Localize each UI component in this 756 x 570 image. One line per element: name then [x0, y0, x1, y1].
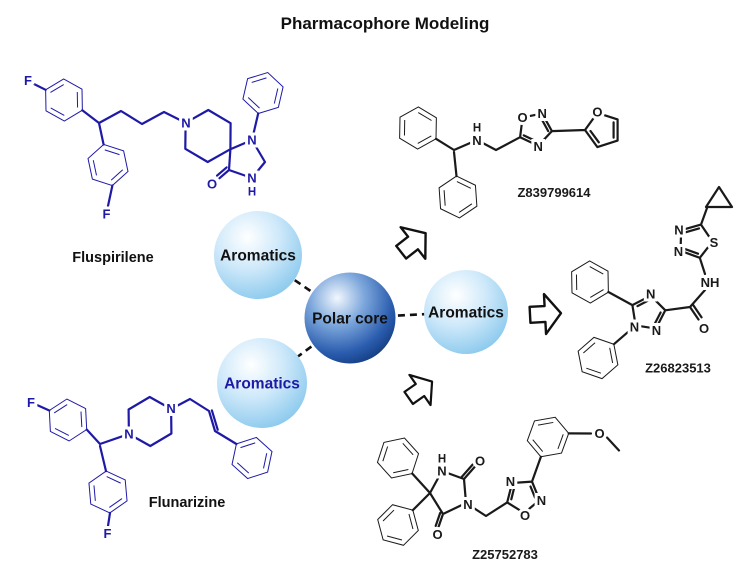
benzene-ring: [40, 393, 96, 447]
bond-skeleton: [32, 82, 267, 208]
hit-id-z839799614: Z839799614: [517, 185, 591, 200]
atom-label-N: N: [463, 497, 472, 512]
hit-id-z26823513: Z26823513: [645, 361, 711, 376]
atom-label-N: N: [166, 401, 175, 416]
atom-label-S: S: [710, 235, 719, 250]
atom-label-H: H: [248, 187, 256, 199]
atom-label-O: O: [520, 508, 530, 523]
block-arrow-bottom: [403, 373, 434, 407]
block-arrow-top: [395, 226, 427, 260]
benzene-ring: [36, 73, 92, 127]
benzene-ring: [85, 140, 131, 190]
bond-skeleton: [35, 395, 238, 528]
atom-label-O: O: [699, 321, 709, 336]
atom-label-N: N: [537, 493, 546, 508]
hit-id-z25752783: Z25752783: [472, 547, 538, 562]
structure-fluspirilene: F F N N N H O: [21, 67, 286, 225]
benzene-ring: [87, 468, 129, 516]
structure-flunarizine: F F N N: [24, 392, 281, 544]
atom-label-N: N: [247, 171, 256, 186]
bond-skeleton: [411, 432, 621, 529]
compound-name-fluspirilene: Fluspirilene: [72, 250, 153, 266]
atom-label-N: N: [674, 244, 683, 259]
structure-z25752783: H N O N O N N O O: [369, 410, 621, 554]
atom-label-N: N: [247, 133, 256, 148]
atom-label-F: F: [103, 207, 111, 222]
atom-label-N: N: [472, 133, 481, 148]
label-aromatics-top: Aromatics: [220, 248, 296, 265]
bond-skeleton: [434, 111, 619, 178]
atom-label-F: F: [104, 526, 112, 541]
atom-label-N: N: [630, 320, 639, 335]
label-polar-core: Polar core: [312, 311, 388, 328]
sphere-aromatics-top: [214, 211, 302, 299]
benzene-ring: [390, 101, 446, 155]
atom-label-N: N: [646, 287, 655, 302]
atom-label-H: H: [438, 454, 446, 466]
atom-label-NH: NH: [701, 275, 720, 290]
atom-label-O: O: [592, 105, 602, 120]
atom-label-H: H: [473, 123, 481, 135]
atom-label-F: F: [24, 73, 32, 88]
benzene-ring: [369, 429, 427, 487]
benzene-ring: [437, 174, 479, 220]
figure-title: Pharmacophore Modeling: [281, 14, 490, 33]
atom-label-N: N: [652, 323, 661, 338]
bond-skeleton: [607, 185, 734, 346]
benzene-ring: [523, 410, 573, 464]
atom-label-O: O: [518, 110, 528, 125]
atom-label-N: N: [124, 427, 133, 442]
sphere-polar-core: [304, 272, 396, 364]
label-aromatics-right: Aromatics: [428, 305, 504, 322]
structure-z26823513: N N S NH O N N N: [562, 185, 734, 387]
atom-label-N: N: [437, 464, 446, 479]
label-aromatics-bottom: Aromatics: [224, 376, 300, 393]
compound-name-flunarizine: Flunarizine: [149, 495, 226, 511]
block-arrow-middle: [528, 292, 563, 336]
atom-label-N: N: [538, 106, 547, 121]
atom-label-O: O: [475, 454, 485, 469]
atom-label-N: N: [534, 139, 543, 154]
benzene-ring: [569, 329, 627, 387]
atom-label-F: F: [27, 395, 35, 410]
sphere-aromatics-right: [424, 270, 508, 354]
atom-label-O: O: [207, 177, 217, 192]
sphere-aromatics-bottom: [217, 338, 307, 428]
benzene-ring: [562, 255, 618, 309]
atom-label-O: O: [594, 426, 604, 441]
atom-label-N: N: [506, 474, 515, 489]
atom-label-O: O: [432, 527, 442, 542]
atom-label-N: N: [181, 116, 190, 131]
atom-label-N: N: [674, 223, 683, 238]
benzene-ring: [240, 67, 286, 119]
structure-z839799614: H N O N N O: [390, 101, 619, 220]
benzene-ring: [223, 429, 281, 487]
